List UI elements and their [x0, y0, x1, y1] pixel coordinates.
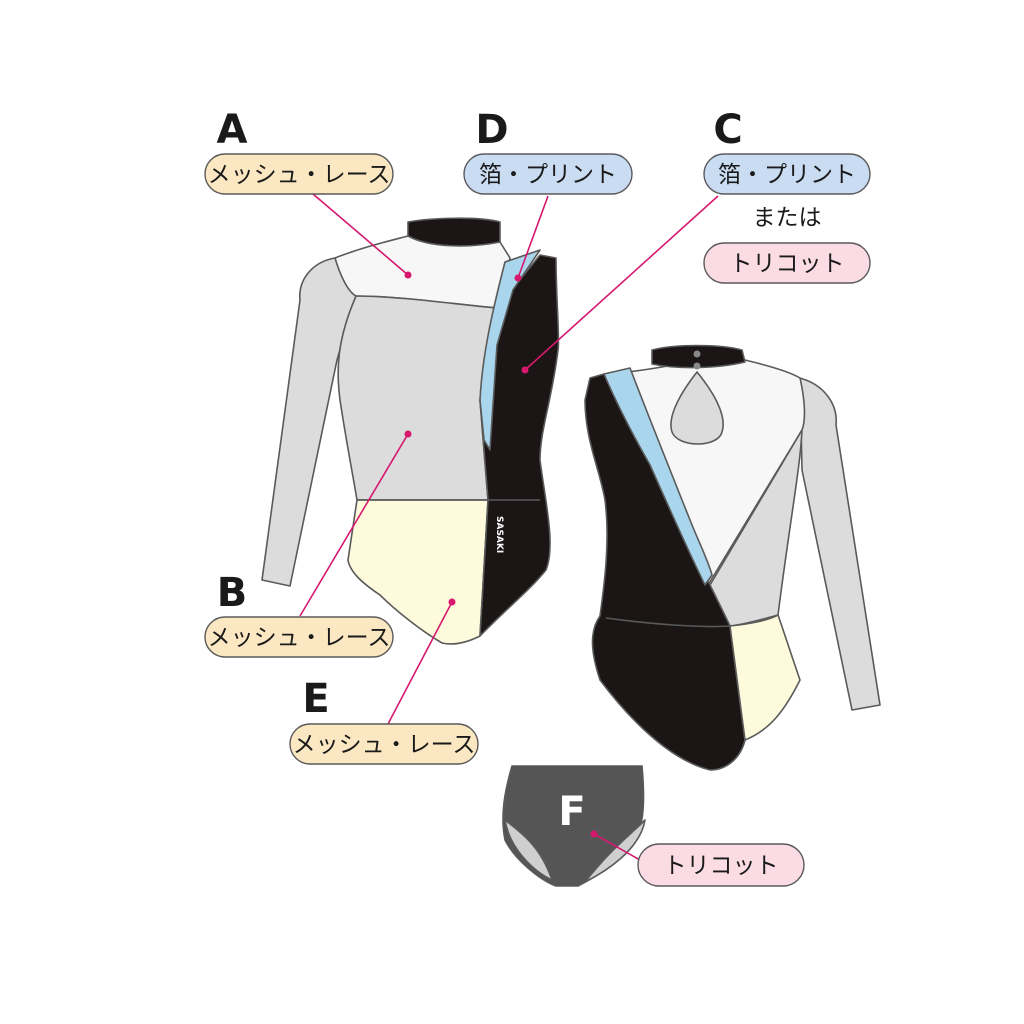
- back-lower-cream: [729, 614, 801, 741]
- label-F-letter: F: [558, 789, 585, 835]
- leader-B-dot: [404, 430, 412, 438]
- leader-F: [593, 833, 641, 861]
- front-blue-stripe-D: [479, 249, 541, 451]
- label-C: C 箔・プリント または トリコット: [703, 107, 871, 284]
- back-waist-seam: [605, 617, 731, 628]
- label-C-connector: または: [753, 205, 822, 231]
- label-C-alt-material: トリコット: [730, 251, 845, 277]
- label-F: トリコット: [637, 843, 805, 887]
- front-leotard: SASAKI: [261, 217, 560, 645]
- front-body-mesh-B: [337, 295, 498, 501]
- label-B-letter: B: [217, 570, 248, 616]
- label-B: B メッシュ・レース: [204, 570, 394, 658]
- label-E: E メッシュ・レース: [289, 676, 479, 765]
- label-A-pill: [204, 153, 394, 195]
- collar-button-icon: [693, 362, 701, 370]
- leader-B: [299, 433, 409, 617]
- label-C-material: 箔・プリント: [718, 162, 856, 188]
- leader-C-dot: [521, 366, 529, 374]
- back-sleeve: [799, 377, 881, 711]
- leader-D-dot: [514, 274, 522, 282]
- leader-D: [517, 195, 549, 279]
- label-A: A メッシュ・レース: [204, 107, 394, 195]
- label-C-pill: [703, 153, 871, 195]
- shorts-F: F: [502, 765, 646, 887]
- leader-lines: [299, 193, 719, 861]
- back-keyhole: [670, 371, 724, 445]
- leader-A: [312, 193, 409, 276]
- label-A-material: メッシュ・レース: [208, 162, 391, 188]
- label-E-pill: [289, 723, 479, 765]
- leader-E: [387, 601, 453, 725]
- label-B-material: メッシュ・レース: [208, 625, 391, 651]
- front-sleeve: [261, 257, 357, 587]
- label-C-letter: C: [713, 107, 742, 153]
- leader-E-dot: [448, 598, 456, 606]
- label-B-pill: [204, 616, 394, 658]
- leader-A-dot: [404, 271, 412, 279]
- label-F-pill: [637, 843, 805, 887]
- front-collar: [407, 217, 501, 247]
- shorts-left-leg-opening: [504, 819, 553, 881]
- front-black-panel-C: [479, 254, 560, 637]
- label-D: D 箔・プリント: [463, 107, 633, 195]
- back-blue-stripe: [603, 367, 713, 586]
- leader-F-dot: [590, 830, 598, 838]
- collar-button-icon: [693, 350, 701, 358]
- front-lower-cream-E: [347, 499, 489, 645]
- label-A-letter: A: [217, 107, 248, 153]
- label-F-material: トリコット: [664, 853, 779, 879]
- label-E-letter: E: [302, 676, 329, 722]
- label-C-alt-pill: [703, 242, 871, 284]
- shorts-right-leg-opening: [584, 819, 646, 883]
- leader-C: [524, 195, 719, 371]
- label-E-material: メッシュ・レース: [293, 732, 476, 758]
- label-D-letter: D: [475, 107, 508, 153]
- back-leotard: [584, 344, 881, 771]
- sasaki-logo: SASAKI: [494, 516, 504, 553]
- label-D-material: 箔・プリント: [479, 162, 617, 188]
- label-D-pill: [463, 153, 633, 195]
